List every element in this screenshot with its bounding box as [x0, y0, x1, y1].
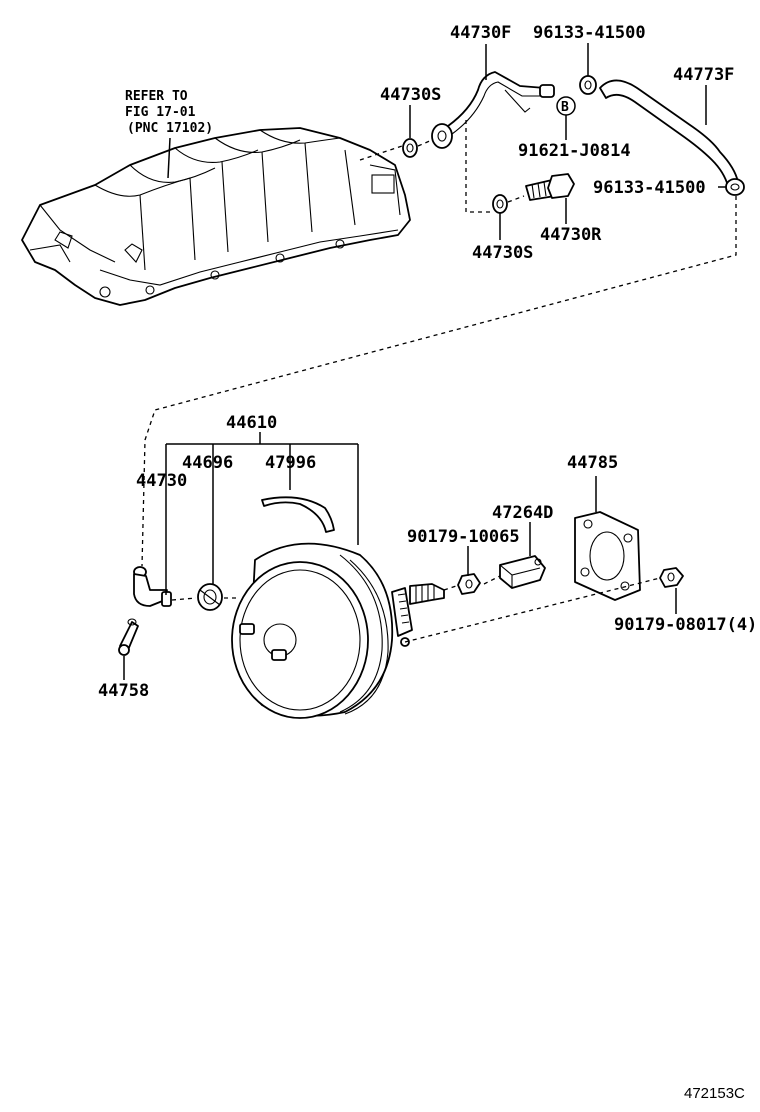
- label-44730: 44730: [136, 471, 187, 491]
- intake-manifold: [21, 127, 411, 306]
- nut-90179-10065: [457, 573, 481, 595]
- refer-note-line2: FIG 17-01: [125, 105, 196, 120]
- label-96133-41500-mid: 96133-41500: [593, 178, 706, 198]
- label-90179-10065: 90179-10065: [407, 527, 520, 547]
- label-44696: 44696: [182, 453, 233, 473]
- union-bolt-44730r: [525, 173, 575, 201]
- label-47996: 47996: [265, 453, 316, 473]
- label-44730f: 44730F: [450, 23, 511, 43]
- figure-number: 472153C: [684, 1085, 745, 1102]
- label-91621-j0814: 91621-J0814: [518, 141, 631, 161]
- refer-note-line3: (PNC 17102): [127, 121, 213, 136]
- vacuum-pipe-44730f: [431, 71, 555, 149]
- label-44785: 44785: [567, 453, 618, 473]
- leader-lines: [123, 43, 726, 680]
- refer-note-line1: REFER TO: [125, 89, 188, 104]
- label-44730s-top: 44730S: [380, 85, 441, 105]
- hose-clamp-96133-41500-top: [579, 75, 597, 95]
- brake-booster-44610: [231, 542, 445, 719]
- label-90179-08017: 90179-08017(4): [614, 615, 757, 635]
- bracket-47264d: [499, 555, 546, 589]
- seal-47996: [261, 496, 335, 533]
- washer-44730s-top: [402, 138, 418, 158]
- check-valve-44730: [133, 566, 172, 607]
- bracket-44758: [118, 618, 139, 656]
- washer-44730s-bottom: [492, 194, 508, 214]
- hose-clamp-96133-41500-mid: [725, 178, 745, 196]
- label-47264d: 47264D: [492, 503, 553, 523]
- label-44773f: 44773F: [673, 65, 734, 85]
- label-44758: 44758: [98, 681, 149, 701]
- label-44610: 44610: [226, 413, 277, 433]
- connection-dashes: [141, 120, 737, 643]
- grommet-44696: [197, 583, 223, 611]
- label-44730r: 44730R: [540, 225, 602, 245]
- marker-b-label: B: [561, 100, 569, 115]
- reference-marker-b: B: [556, 96, 576, 116]
- vacuum-hose-44773f: [599, 79, 739, 187]
- label-44730s-bottom: 44730S: [472, 243, 533, 263]
- gasket-44785: [574, 511, 641, 601]
- nut-90179-08017: [659, 567, 684, 588]
- label-96133-41500-top: 96133-41500: [533, 23, 646, 43]
